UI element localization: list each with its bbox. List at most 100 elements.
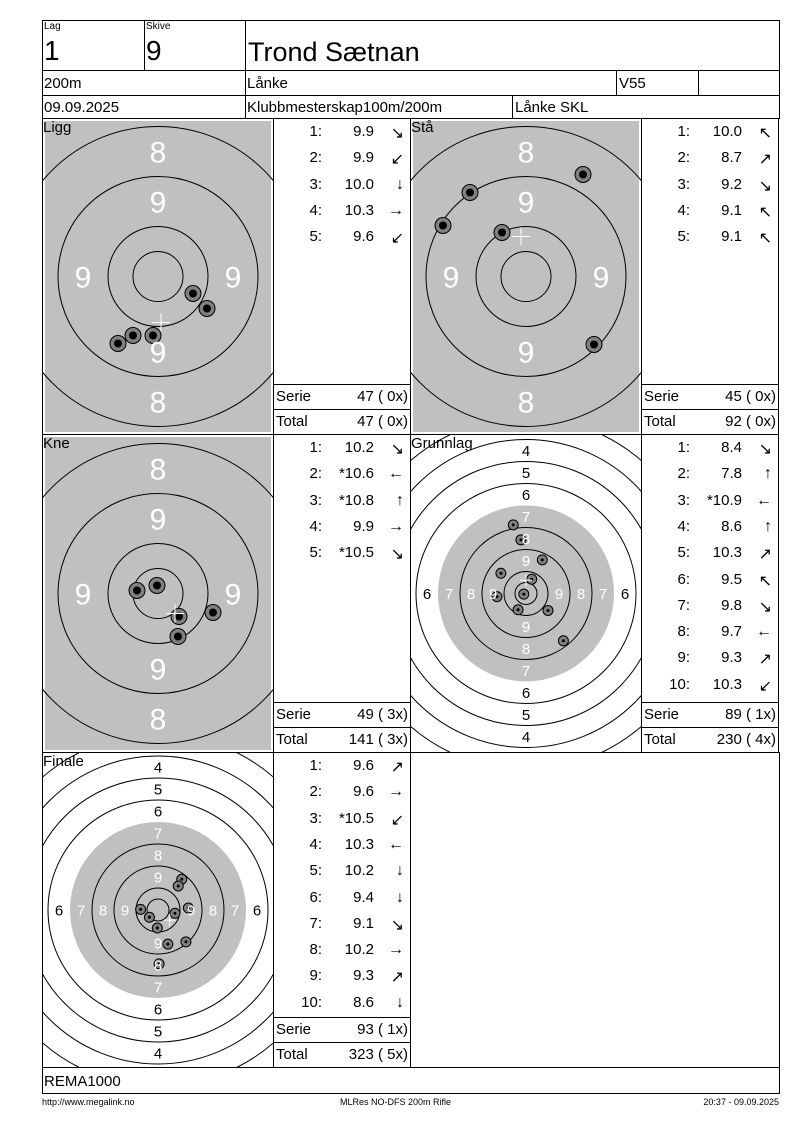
event: Klubbmesterskap100m/200m xyxy=(247,99,443,116)
ring-label: 9 xyxy=(522,619,530,636)
shot-row: 2:9.6→ xyxy=(274,783,410,809)
shot-row: 1:10.0↖ xyxy=(642,123,778,149)
ring-label: 8 xyxy=(209,902,217,919)
target-ring xyxy=(411,126,641,427)
ring-label: 4 xyxy=(522,443,530,460)
shot-number: 10: xyxy=(669,675,690,693)
name-cell: Trond Sætnan xyxy=(245,20,780,71)
shot-direction-arrow-icon: → xyxy=(388,783,404,801)
shot-row: 3:10.0↓ xyxy=(274,176,410,202)
shot-number: 6: xyxy=(309,888,322,906)
shot-row: 10:10.3↙ xyxy=(642,676,778,702)
shot-number: 1: xyxy=(309,439,322,456)
ring-label: 9 xyxy=(150,186,167,219)
ring-label: 9 xyxy=(225,578,242,611)
shot-center xyxy=(203,304,211,313)
ring-label: 7 xyxy=(522,509,530,526)
group-center-cross xyxy=(166,604,184,623)
shot-direction-arrow-icon: ↑ xyxy=(764,517,772,535)
ring-label: 8 xyxy=(518,136,535,169)
target-ring xyxy=(57,493,259,694)
shot-direction-arrow-icon: ↑ xyxy=(396,491,404,509)
shot-row: 8:9.7← xyxy=(642,623,778,649)
shot-direction-arrow-icon: ↘ xyxy=(758,598,772,616)
shot-direction-arrow-icon: ↖ xyxy=(758,203,772,221)
ring-label: 8 xyxy=(150,386,167,419)
shot-center xyxy=(184,940,188,944)
ring-label: 9 xyxy=(518,336,535,369)
shot-row: 3:*10.5↙ xyxy=(274,810,410,836)
shot-direction-arrow-icon: ↘ xyxy=(390,125,404,142)
target-ring xyxy=(415,483,637,704)
serie-value: 93 ( 1x) xyxy=(357,1021,408,1038)
shot-center xyxy=(561,639,565,643)
shot-direction-arrow-icon: → xyxy=(388,941,404,959)
shot-number: 6: xyxy=(677,570,690,588)
shot-number: 2: xyxy=(309,149,322,167)
shot-row: 9:9.3↗ xyxy=(642,649,778,675)
ring-label: 7 xyxy=(522,663,530,680)
shot-number: 1: xyxy=(677,123,690,140)
ring-label: 6 xyxy=(522,685,530,702)
shot-value: 9.8 xyxy=(721,596,742,614)
ring-label: 9 xyxy=(150,653,167,686)
extra-cell xyxy=(698,70,780,96)
shooter-name: Trond Sætnan xyxy=(248,37,420,67)
ring-label: 5 xyxy=(154,1023,162,1040)
total-label: Total xyxy=(276,731,308,748)
ring-label: 4 xyxy=(154,1045,162,1062)
shot-value: 8.7 xyxy=(721,149,742,167)
target-ring xyxy=(500,251,552,302)
shot-direction-arrow-icon: ↑ xyxy=(764,465,772,483)
shot-number: 4: xyxy=(677,517,690,535)
target-ring xyxy=(113,865,203,955)
shot-value: 9.9 xyxy=(353,123,374,140)
shot-value: 9.9 xyxy=(353,149,374,167)
shot-center xyxy=(439,221,447,230)
shot-value: 10.3 xyxy=(344,201,374,219)
shot-value: 10.2 xyxy=(344,862,374,880)
shot-direction-arrow-icon: ↓ xyxy=(396,175,404,193)
organizer: Lånke SKL xyxy=(515,99,589,116)
target-ring xyxy=(503,571,549,616)
ring-label: 8 xyxy=(150,136,167,169)
shot-number: 1: xyxy=(677,439,690,456)
footer-url[interactable]: http://www.megalink.no xyxy=(42,1097,135,1107)
shot-row: 4:9.1↖ xyxy=(642,202,778,228)
serie-value: 49 ( 3x) xyxy=(357,706,408,723)
ring-label: 9 xyxy=(150,503,167,536)
group-center-cross xyxy=(520,574,532,587)
shot-value: 9.6 xyxy=(353,757,374,774)
shot-number: 5: xyxy=(677,544,690,562)
shot-value: 8.6 xyxy=(353,993,374,1011)
serie-value: 47 ( 0x) xyxy=(357,388,408,405)
shot-center xyxy=(540,558,544,562)
event-cell: Klubbmesterskap100m/200m xyxy=(245,95,513,119)
shot-row: 8:10.2→ xyxy=(274,941,410,967)
shot-row: 4:10.3← xyxy=(274,836,410,862)
shot-row: 3:*10.8↑ xyxy=(274,492,410,518)
shot-center xyxy=(139,907,143,911)
shot-row: 1:10.2↘ xyxy=(274,439,410,465)
shot-row: 4:9.9→ xyxy=(274,518,410,544)
ring-label: 8 xyxy=(577,586,585,603)
shot-center xyxy=(174,632,182,641)
skive-label: Skive xyxy=(146,21,171,32)
shot-value: 9.7 xyxy=(721,623,742,641)
shot-row: 1:9.9↘ xyxy=(274,123,410,149)
shot-center xyxy=(149,331,157,340)
serie-value: 45 ( 0x) xyxy=(725,388,776,405)
panel-title: Grunnlag xyxy=(411,435,473,452)
target-ring xyxy=(425,176,627,377)
shot-direction-arrow-icon: ↙ xyxy=(390,151,404,169)
shot-direction-arrow-icon: ← xyxy=(388,465,404,483)
ring-label: 6 xyxy=(253,902,261,919)
shot-center xyxy=(516,608,520,612)
